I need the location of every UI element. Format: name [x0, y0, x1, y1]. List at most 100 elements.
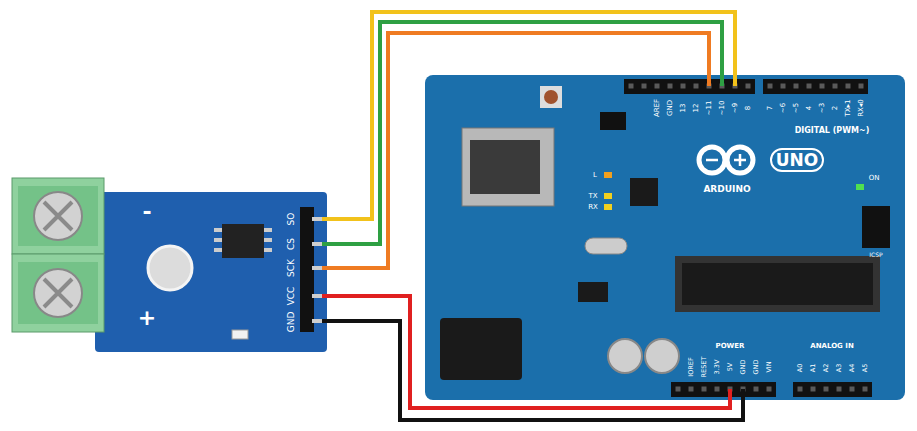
wire: [322, 22, 722, 244]
pin-hole: [702, 387, 707, 392]
pin-hole: [681, 84, 686, 89]
pin-name: A1: [810, 364, 817, 373]
mounting-hole: [148, 246, 192, 290]
pin-name: IOREF: [688, 357, 695, 376]
pin-name: 12: [693, 104, 700, 113]
pin-name: VCC: [287, 287, 296, 306]
logo-outline: [771, 149, 823, 171]
pin-name: ~6: [780, 103, 787, 113]
pin-name: AREF: [654, 99, 661, 117]
pin-hole: [846, 84, 851, 89]
led-label: ON: [869, 175, 880, 182]
icsp-header: [862, 206, 890, 248]
pin-name: GND: [667, 100, 674, 116]
chip-leg: [214, 238, 222, 242]
pin-name: ~11: [706, 101, 713, 116]
pin-hole: [859, 84, 864, 89]
header-title: POWER: [716, 343, 745, 350]
pin-name: RX◂0: [858, 99, 865, 117]
digital-header: [763, 79, 868, 94]
wire: [322, 12, 735, 219]
pin-header: [300, 207, 314, 332]
led-label: RX: [588, 204, 598, 211]
pin-name: 7: [767, 106, 774, 110]
chip-leg: [214, 248, 222, 252]
terminal-block: [12, 254, 104, 332]
chip-leg: [264, 228, 272, 232]
icsp-header: [600, 112, 626, 130]
pin-name: SO: [287, 213, 296, 226]
sensor-chip: [222, 224, 264, 258]
module-pcb: [95, 192, 327, 352]
pin-hole: [837, 387, 842, 392]
polarity-mark: +: [138, 307, 156, 329]
usb-chip: [630, 178, 658, 206]
pin-name: 8: [745, 106, 752, 110]
pin-hole: [798, 387, 803, 392]
led: [604, 204, 612, 210]
pin-name: ~10: [719, 101, 726, 116]
pin-hole: [781, 84, 786, 89]
pin-hole: [715, 387, 720, 392]
pin-hole: [767, 387, 772, 392]
analog-header: [793, 382, 872, 397]
screw-slot: [44, 202, 72, 230]
polarity-mark: -: [142, 201, 151, 223]
wire: [322, 33, 709, 268]
pin-name: 13: [680, 104, 687, 113]
usb-connector: [462, 128, 554, 206]
pin-hole: [811, 387, 816, 392]
pin-name: CS: [287, 238, 296, 250]
smd-led: [232, 330, 248, 339]
pin-name: SCK: [287, 259, 296, 277]
pin-name: A0: [797, 364, 804, 373]
pin-name: ~9: [732, 103, 739, 113]
reset-button: [540, 86, 562, 108]
capacitor: [608, 339, 642, 373]
pin-hole: [807, 84, 812, 89]
usb-opening: [470, 140, 540, 194]
header-title: DIGITAL (PWM~): [795, 127, 870, 135]
pin-hole: [754, 387, 759, 392]
pin-name: A2: [823, 364, 830, 373]
pin-hole: [676, 387, 681, 392]
pin-name: RESET: [701, 357, 708, 378]
terminal-face: [18, 186, 98, 246]
terminal-face: [18, 262, 98, 324]
pin-name: 4: [806, 106, 813, 110]
pin-name: VIN: [766, 361, 773, 372]
board-model: UNO: [776, 152, 818, 169]
pin-hole: [794, 84, 799, 89]
pin-hole: [668, 84, 673, 89]
pin-name: 2: [832, 106, 839, 110]
screw-slot: [44, 279, 72, 307]
pin-name: 5V: [727, 363, 734, 372]
arduino-board: [425, 75, 905, 400]
pin-name: ~5: [793, 103, 800, 113]
pin-name: ~3: [819, 103, 826, 113]
regulator: [578, 282, 608, 302]
pin-name: TX▸1: [845, 99, 852, 116]
pin-hole: [833, 84, 838, 89]
pin-hole: [768, 84, 773, 89]
pin-holes: [312, 84, 868, 392]
led-label: L: [593, 172, 597, 179]
microcontroller: [682, 263, 873, 305]
led: [856, 184, 864, 190]
chip-leg: [264, 248, 272, 252]
pin-hole: [629, 84, 634, 89]
reset-cap: [544, 90, 558, 104]
capacitor: [645, 339, 679, 373]
crystal: [585, 238, 627, 254]
led: [604, 193, 612, 199]
pin-hole: [863, 387, 868, 392]
header-title: ANALOG IN: [810, 343, 854, 350]
led-label: TX: [588, 193, 597, 200]
pin-hole: [689, 387, 694, 392]
header-label: ICSP: [869, 252, 882, 258]
terminal-screw: [34, 192, 82, 240]
brand-name: ARDUINO: [703, 185, 750, 194]
dc-jack: [440, 318, 522, 380]
power-header: [671, 382, 776, 397]
